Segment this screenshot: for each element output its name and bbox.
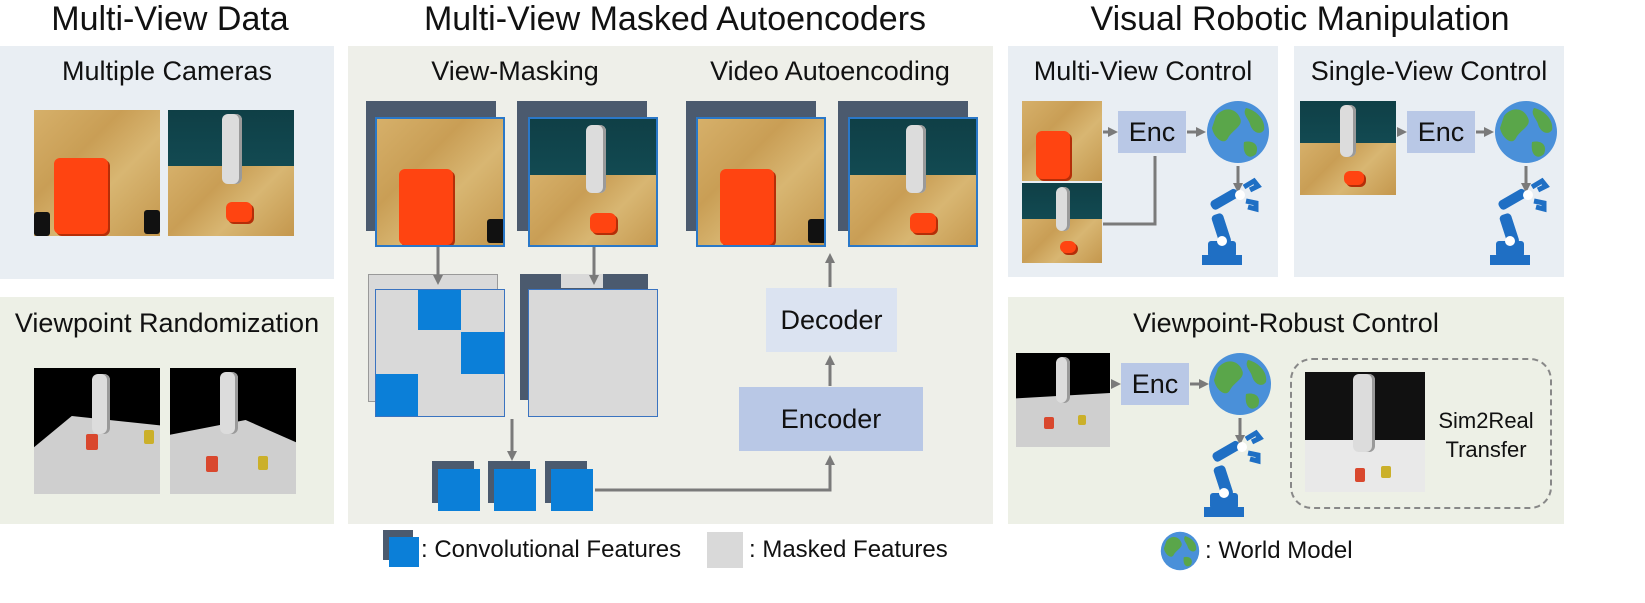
view-masking-title: View-Masking — [431, 56, 599, 86]
sim2real-label: Sim2Real Transfer — [1430, 406, 1542, 464]
sv-enc-block: Enc — [1407, 111, 1475, 153]
decoder-block: Decoder — [766, 288, 897, 352]
sim2real-label-line2: Transfer — [1445, 437, 1527, 462]
video-autoencoding-title: Video Autoencoding — [710, 56, 950, 86]
video-top-image — [696, 117, 826, 247]
multiple-cameras-title: Multiple Cameras — [61, 56, 273, 86]
legend-masked-swatch — [707, 532, 743, 568]
mv-control-top-image — [1022, 101, 1102, 181]
multi-view-control-title: Multi-View Control — [1033, 56, 1253, 86]
legend-world-model: : World Model — [1205, 537, 1353, 564]
video-front-image — [848, 117, 978, 247]
token-3 — [551, 469, 593, 511]
header-multi-view-data: Multi-View Data — [51, 0, 289, 38]
globe-icon — [1495, 101, 1557, 163]
robust-enc-block: Enc — [1121, 363, 1189, 405]
header-mvmae: Multi-View Masked Autoencoders — [423, 0, 927, 38]
view-masking-front-image — [528, 117, 658, 247]
camera-image-top-view — [34, 110, 160, 236]
single-view-control-title: Single-View Control — [1310, 56, 1548, 86]
mv-control-front-image — [1022, 183, 1102, 263]
viewpoint-randomization-title: Viewpoint Randomization — [14, 308, 320, 338]
sim2real-label-line1: Sim2Real — [1438, 408, 1534, 433]
masked-grid-2 — [528, 289, 658, 417]
masked-grid-1 — [375, 289, 505, 417]
legend-conv-swatch — [389, 537, 419, 567]
robot-arm-icon — [1204, 433, 1260, 517]
globe-icon — [1209, 353, 1271, 415]
viewpoint-robust-control-title: Viewpoint-Robust Control — [1133, 308, 1439, 338]
robot-arm-icon — [1490, 181, 1546, 265]
mv-enc-block: Enc — [1118, 111, 1186, 153]
globe-icon — [1160, 531, 1200, 571]
token-2 — [494, 469, 536, 511]
robot-arm-icon — [1202, 181, 1258, 265]
randomized-view-image-1 — [34, 368, 160, 494]
token-1 — [438, 469, 480, 511]
sim2real-image — [1305, 372, 1425, 492]
robust-control-image — [1016, 353, 1110, 447]
randomized-view-image-2 — [170, 368, 296, 494]
encoder-block: Encoder — [739, 387, 923, 451]
legend-conv-features: : Convolutional Features — [421, 536, 682, 563]
sv-control-image — [1300, 101, 1396, 195]
sim2real-box — [1290, 358, 1552, 509]
camera-image-front-view — [168, 110, 294, 236]
view-masking-top-image — [375, 117, 505, 247]
globe-icon — [1207, 101, 1269, 163]
header-manipulation: Visual Robotic Manipulation — [1090, 0, 1510, 38]
legend-masked-features: : Masked Features — [749, 536, 948, 563]
